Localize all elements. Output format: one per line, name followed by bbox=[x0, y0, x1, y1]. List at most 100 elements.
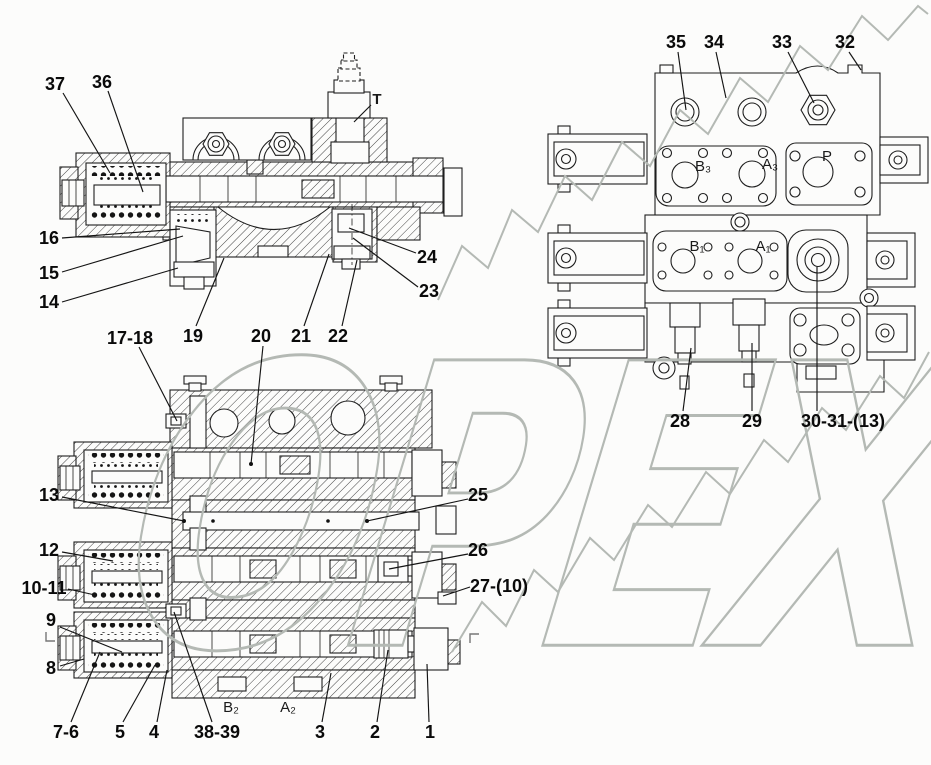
callout-label-27-(10): 27-(10) bbox=[470, 576, 528, 596]
callout-label-13: 13 bbox=[39, 485, 59, 505]
callout-14: 14 bbox=[39, 267, 179, 312]
callout-35: 35 bbox=[666, 32, 687, 111]
callout-27-(10): 27-(10) bbox=[442, 576, 528, 597]
port-label-layer: T B₃ A₃ P B₁ A₁ B₂ A₂ bbox=[223, 91, 832, 716]
callout-label-16: 16 bbox=[39, 228, 59, 248]
solenoid-28 bbox=[669, 302, 701, 390]
callout-1: 1 bbox=[425, 663, 435, 742]
hex-bolt-2 bbox=[268, 132, 296, 156]
datum-mark-left bbox=[45, 632, 55, 642]
callout-7-6: 7-6 bbox=[53, 651, 101, 742]
port-label-T: T bbox=[353, 91, 382, 123]
callout-8: 8 bbox=[46, 658, 85, 678]
callout-label-1: 1 bbox=[425, 722, 435, 742]
callout-10-11: 10-11 bbox=[21, 578, 96, 598]
callout-label-21: 21 bbox=[291, 326, 311, 346]
callout-37: 37 bbox=[45, 74, 111, 174]
callout-34: 34 bbox=[704, 32, 727, 99]
callout-label-3: 3 bbox=[315, 722, 325, 742]
relief-cartridge-right-2 bbox=[866, 232, 916, 288]
port-label-B₂: B₂ bbox=[223, 699, 239, 716]
callout-29: 29 bbox=[742, 343, 762, 431]
callout-label-10-11: 10-11 bbox=[21, 578, 66, 598]
check-valve-cartridge-left bbox=[169, 209, 217, 290]
callout-label-4: 4 bbox=[149, 722, 159, 742]
callout-4: 4 bbox=[149, 669, 168, 742]
callout-label-24: 24 bbox=[417, 247, 437, 267]
hex-bolt-1 bbox=[202, 132, 230, 156]
callout-label-32: 32 bbox=[835, 32, 855, 52]
port-label-B₁: B₁ bbox=[689, 238, 704, 255]
callout-3: 3 bbox=[315, 672, 332, 742]
hex-nut-33 bbox=[800, 94, 836, 126]
port-label-A₃: A₃ bbox=[762, 156, 778, 173]
solenoid-29 bbox=[732, 298, 766, 388]
callout-label-23: 23 bbox=[419, 281, 439, 301]
spool-section-2 bbox=[173, 555, 413, 583]
callout-26: 26 bbox=[388, 540, 488, 570]
spring-chamber-row1 bbox=[83, 449, 169, 503]
relief-cartridge-right-3 bbox=[866, 305, 916, 361]
callout-label-14: 14 bbox=[39, 292, 59, 312]
svg-text:A₂: A₂ bbox=[280, 699, 296, 716]
flange-b3-a3 bbox=[655, 145, 777, 207]
t-port-plug bbox=[327, 52, 371, 119]
top-port-2 bbox=[737, 97, 767, 127]
callout-5: 5 bbox=[115, 664, 156, 742]
callout-38-39: 38-39 bbox=[173, 611, 240, 742]
callout-label-25: 25 bbox=[468, 485, 488, 505]
callout-2: 2 bbox=[370, 649, 389, 742]
svg-text:A₃: A₃ bbox=[762, 156, 778, 173]
port-label-A₁: A₁ bbox=[755, 238, 770, 255]
spool-section-3 bbox=[173, 630, 413, 658]
callout-16: 16 bbox=[39, 228, 181, 248]
callout-label-37: 37 bbox=[45, 74, 65, 94]
callout-label-26: 26 bbox=[468, 540, 488, 560]
watermark-text: OPEX bbox=[99, 282, 931, 737]
callout-label-20: 20 bbox=[251, 326, 271, 346]
spring-chamber-top bbox=[85, 162, 167, 226]
callout-label-12: 12 bbox=[39, 540, 59, 560]
svg-text:B₂: B₂ bbox=[223, 699, 239, 716]
callout-33: 33 bbox=[772, 32, 815, 104]
callout-label-28: 28 bbox=[670, 411, 690, 431]
callout-label-38-39: 38-39 bbox=[194, 722, 240, 742]
bolt-17-18 bbox=[165, 413, 187, 429]
svg-text:B₃: B₃ bbox=[695, 158, 711, 175]
port-label-A₂: A₂ bbox=[280, 699, 296, 716]
callout-label-34: 34 bbox=[704, 32, 724, 52]
callout-20: 20 bbox=[249, 326, 271, 466]
svg-text:A₁: A₁ bbox=[755, 238, 770, 255]
callout-label-36: 36 bbox=[92, 72, 112, 92]
callout-28: 28 bbox=[670, 347, 692, 431]
callout-21: 21 bbox=[291, 253, 330, 346]
check-valve-cartridge-right bbox=[331, 204, 373, 270]
callout-15: 15 bbox=[39, 235, 184, 283]
callout-36: 36 bbox=[92, 72, 144, 193]
callout-12: 12 bbox=[39, 540, 114, 562]
view-external-right bbox=[547, 64, 929, 393]
callout-label-19: 19 bbox=[183, 326, 203, 346]
callout-label-5: 5 bbox=[115, 722, 125, 742]
spring-chamber-row3 bbox=[83, 619, 169, 673]
callout-13: 13 bbox=[39, 485, 186, 523]
callout-24: 24 bbox=[348, 227, 437, 267]
port-label-B₃: B₃ bbox=[695, 158, 711, 175]
relief-cartridge-left-2 bbox=[547, 224, 648, 292]
flange-b1-a1 bbox=[652, 230, 788, 292]
relief-cartridge-right-1 bbox=[879, 136, 929, 184]
callout-label-29: 29 bbox=[742, 411, 762, 431]
callout-23: 23 bbox=[352, 237, 439, 301]
callout-label-8: 8 bbox=[46, 658, 56, 678]
view-top-section bbox=[59, 52, 463, 290]
port-label-P: P bbox=[822, 148, 832, 165]
callout-22: 22 bbox=[328, 259, 358, 346]
svg-text:P: P bbox=[822, 148, 832, 165]
relief-cartridge-left-3 bbox=[547, 299, 648, 367]
end-cap-bolt bbox=[61, 179, 85, 207]
callout-label-7-6: 7-6 bbox=[53, 722, 79, 742]
callout-19: 19 bbox=[183, 257, 225, 346]
callout-9: 9 bbox=[46, 610, 123, 653]
